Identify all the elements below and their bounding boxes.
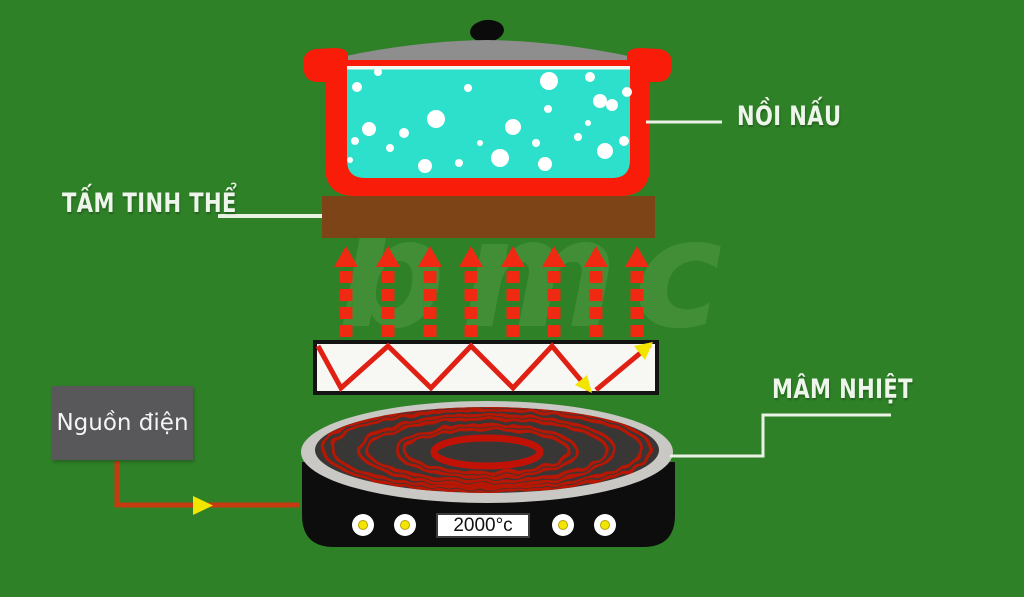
lid-knob <box>470 19 504 43</box>
power-wire <box>114 461 300 515</box>
label-crystal-plate: TẤM TINH THỂ <box>62 188 237 219</box>
water-surface-line <box>347 66 630 70</box>
heat-arrow <box>376 246 400 337</box>
wire-arrowhead-icon <box>193 496 213 515</box>
heat-arrow <box>542 246 566 337</box>
heat-arrows <box>334 246 649 337</box>
ray-arrowhead-down-icon <box>575 375 592 393</box>
heating-coils <box>321 407 653 493</box>
coil-inner <box>430 434 544 470</box>
water-bubbles <box>347 68 632 173</box>
label-heating-plate: MÂM NHIỆT <box>772 374 913 405</box>
heat-arrow <box>501 246 525 337</box>
crystal-plate <box>322 196 655 238</box>
pot-lid <box>336 40 638 64</box>
control-buttons <box>352 514 616 536</box>
heating-connector-line <box>670 413 891 458</box>
heat-arrow <box>625 246 649 337</box>
label-pot: NỒI NẤU <box>737 101 842 132</box>
heat-arrow <box>459 246 483 337</box>
temperature-display: 2000°c <box>436 513 530 538</box>
temperature-value: 2000°c <box>453 514 513 536</box>
ray-arrowhead-up-icon <box>634 342 653 360</box>
light-ray-zigzag <box>315 342 591 392</box>
power-source-box: Nguồn điện <box>52 386 193 460</box>
pot-handle-left <box>303 48 348 82</box>
label-connectors <box>218 120 891 458</box>
heat-arrow <box>418 246 442 337</box>
heat-arrow <box>334 246 358 337</box>
cooking-pot <box>303 19 672 196</box>
power-source-label: Nguồn điện <box>56 410 189 436</box>
heat-arrow <box>584 246 608 337</box>
pot-handle-right <box>627 48 672 82</box>
infrared-cooker <box>301 401 675 547</box>
boiling-water <box>347 66 630 178</box>
lamp-box <box>313 340 659 395</box>
